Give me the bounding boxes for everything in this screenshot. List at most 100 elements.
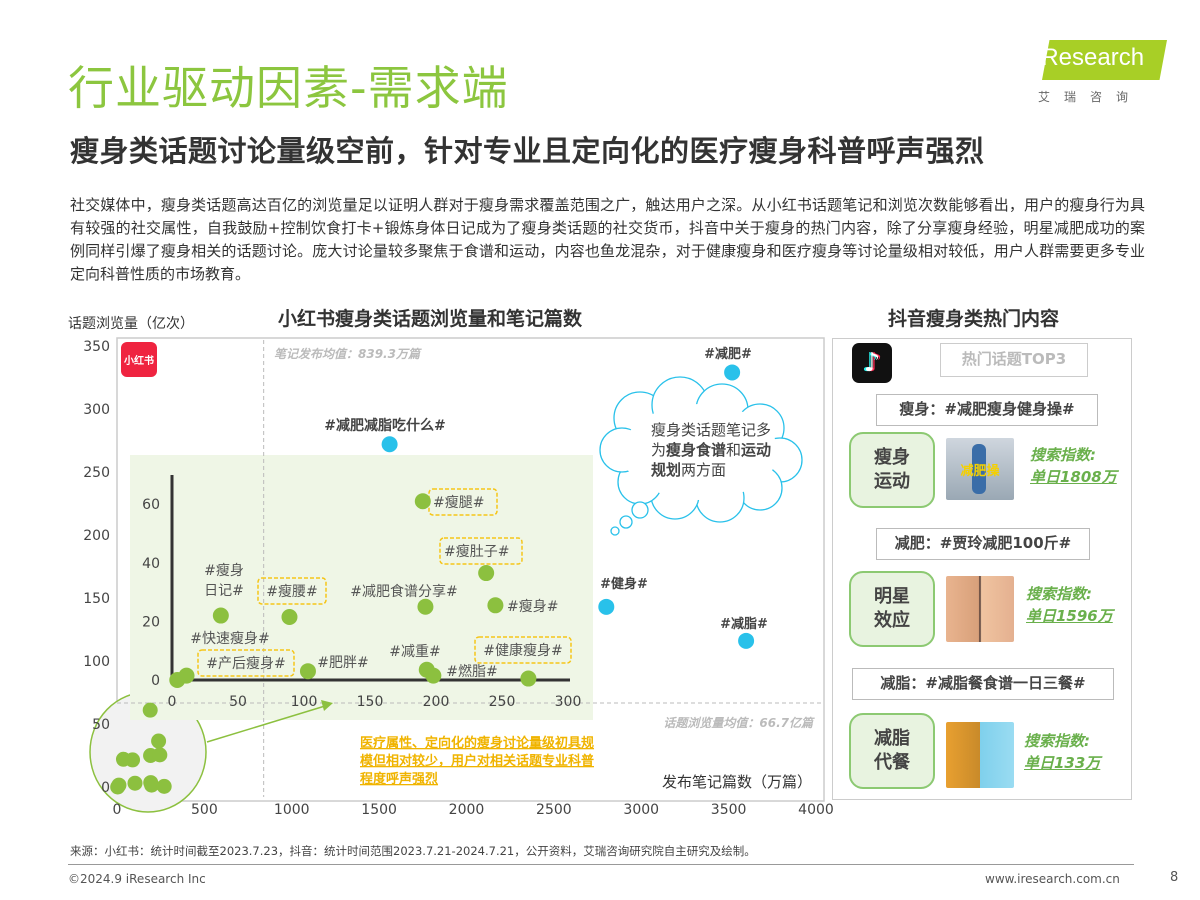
x-tick-label: 3500	[711, 802, 747, 818]
scatter-point-inset	[281, 609, 298, 626]
logo-text: iResearch	[1036, 44, 1145, 71]
thumbnail-celebrity	[946, 576, 1014, 642]
search-index-value: 单日1808万	[1030, 468, 1117, 486]
point-label: #快速瘦身#	[190, 630, 269, 647]
scatter-point-inset	[520, 670, 537, 687]
search-index-2: 搜索指数: 单日1596万	[1026, 583, 1113, 627]
scatter-point-cluster	[125, 752, 141, 768]
y-tick-label: 0	[101, 780, 110, 796]
zoom-arrow-line	[206, 705, 326, 743]
category-pill-3: 减脂代餐	[849, 713, 935, 789]
scatter-point-inset	[169, 672, 186, 688]
cloud-text-segment: 瘦身食谱	[666, 441, 726, 459]
douyin-panel-title: 抖音瘦身类热门内容	[888, 308, 1060, 330]
scatter-point-inset	[478, 565, 495, 582]
xiaohongshu-logo-text: 小红书	[123, 354, 154, 367]
mean-y-label: 话题浏览量均值：66.7亿篇	[663, 716, 815, 730]
page-number: 8	[1170, 870, 1179, 885]
scatter-point	[381, 436, 398, 453]
x-tick-label: 1500	[361, 802, 397, 818]
scatter-point-inset	[487, 597, 504, 614]
y-tick-label: 150	[83, 591, 110, 607]
cloud-text-segment: 两方面	[681, 461, 726, 479]
point-label: #瘦腰#	[266, 583, 317, 600]
point-label: #减肥#	[704, 346, 752, 362]
cloud-text-segment: 为	[651, 441, 666, 459]
inset-y-tick-label: 60	[142, 497, 160, 513]
x-axis-label: 发布笔记篇数（万篇）	[662, 773, 812, 791]
point-label: #健康瘦身#	[483, 642, 562, 659]
page-subtitle: 瘦身类话题讨论量级空前，针对专业且定向化的医疗瘦身科普呼声强烈	[70, 134, 985, 168]
scatter-point-cluster	[110, 779, 126, 795]
point-label: #产后瘦身#	[206, 655, 285, 672]
x-tick-label: 1000	[274, 802, 310, 818]
page-title: 行业驱动因素-需求端	[68, 61, 509, 115]
point-label: #减脂#	[720, 616, 768, 632]
footer-divider	[68, 864, 1134, 865]
x-tick-label: 0	[113, 802, 122, 818]
iresearch-logo: iResearch 艾瑞咨询	[1030, 40, 1167, 110]
thought-cloud-bubble	[619, 515, 633, 529]
scatter-point-cluster	[156, 778, 172, 794]
scatter-point	[738, 632, 755, 649]
chart-title: 小红书瘦身类话题浏览量和笔记篇数	[278, 308, 583, 330]
top3-label: 热门话题TOP3	[940, 343, 1088, 377]
source-note: 来源：小红书：统计时间截至2023.7.23，抖音：统计时间范围2023.7.2…	[70, 844, 756, 858]
highlight-label-box	[474, 636, 572, 664]
inset-x-tick-label: 150	[357, 694, 384, 710]
xiaohongshu-logo-icon	[121, 342, 157, 377]
y-tick-label: 50	[92, 717, 110, 733]
zoom-arrowhead-icon	[321, 700, 333, 711]
scatter-point	[598, 598, 615, 615]
search-index-1: 搜索指数:单日1808万	[1030, 444, 1117, 488]
y-tick-label: 300	[83, 402, 110, 418]
search-index-label: 搜索指数:	[1024, 732, 1090, 750]
point-label: #减肥食谱分享#	[350, 583, 457, 600]
category-line: 减脂	[874, 728, 910, 749]
thought-cloud-bubble	[631, 501, 649, 519]
scatter-point-cluster	[127, 775, 143, 791]
inset-x-tick-label: 50	[229, 694, 247, 710]
scatter-point-cluster	[151, 733, 167, 749]
logo-banner	[1042, 40, 1167, 80]
scatter-point	[724, 364, 741, 381]
x-tick-label: 3000	[623, 802, 659, 818]
search-index-value: 单日1596万	[1026, 607, 1113, 625]
point-label: #肥胖#	[317, 655, 368, 671]
inset-y-tick-label: 0	[151, 673, 160, 689]
thumbnail-exercise: 减肥操	[946, 438, 1014, 500]
point-label: #燃脂#	[446, 663, 497, 680]
search-index-label: 搜索指数:	[1026, 585, 1092, 603]
x-tick-label: 500	[191, 802, 218, 818]
point-label: #健身#	[600, 576, 648, 592]
website-link[interactable]: www.iresearch.com.cn	[985, 872, 1120, 886]
y-tick-label: 350	[83, 339, 110, 355]
inset-x-tick-label: 250	[489, 694, 516, 710]
y-axis-label: 话题浏览量（亿次）	[68, 316, 194, 332]
cloud-text-segment: 规划	[651, 461, 681, 479]
category-line: 运动	[874, 471, 910, 492]
highlight-label-box	[197, 649, 295, 677]
topic-box-2: 减肥：#贾玲减肥100斤#	[876, 528, 1090, 560]
callout-text-line: 医疗属性、定向化的瘦身讨论量级初具规	[360, 735, 594, 751]
cloud-text-line: 规划两方面	[651, 461, 726, 479]
inset-x-tick-label: 0	[168, 694, 177, 710]
y-tick-label: 200	[83, 528, 110, 544]
copyright: ©2024.9 iResearch Inc	[68, 872, 206, 886]
douyin-logo-icon: ♪	[852, 343, 892, 383]
point-label: #减重#	[389, 644, 440, 660]
scatter-point-inset	[212, 607, 229, 624]
x-tick-label: 2500	[536, 802, 572, 818]
category-pill-1: 瘦身运动	[849, 432, 935, 508]
category-line: 代餐	[874, 752, 910, 773]
intro-paragraph: 社交媒体中，瘦身类话题高达百亿的浏览量足以证明人群对于瘦身需求覆盖范围之广，触达…	[70, 196, 1145, 283]
scatter-point-inset	[425, 667, 442, 684]
douyin-panel	[832, 338, 1132, 800]
thumbnail-caption: 减肥操	[960, 464, 1000, 479]
scatter-point-inset	[299, 663, 316, 680]
point-label: #瘦身日记#	[204, 563, 244, 599]
plot-frame	[116, 337, 825, 802]
inset-x-tick-label: 300	[555, 694, 582, 710]
cloud-text-segment: 和	[726, 441, 741, 459]
